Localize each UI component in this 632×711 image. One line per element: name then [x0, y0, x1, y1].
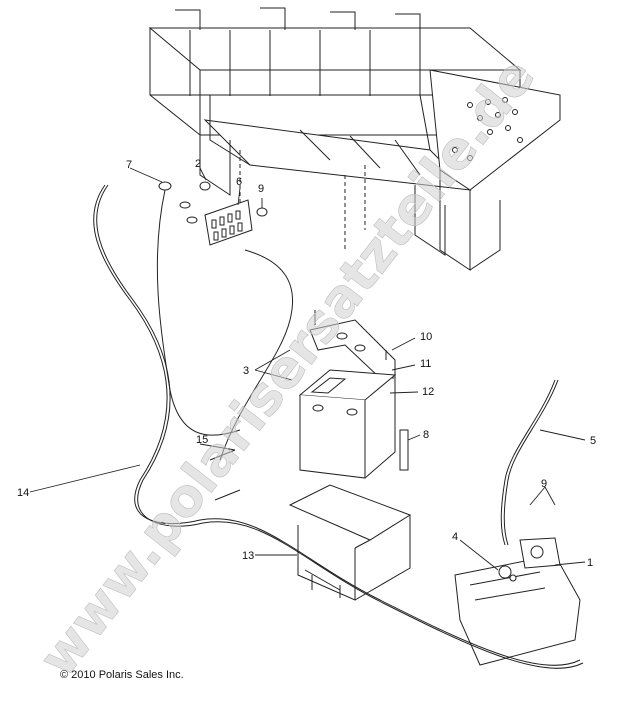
leader-lines	[29, 167, 586, 571]
callout-11: 11	[420, 358, 431, 370]
battery-pin	[399, 429, 409, 471]
callout-1: 1	[587, 557, 593, 569]
copyright-notice: © 2010 Polaris Sales Inc.	[60, 669, 184, 681]
callout-15: 15	[196, 434, 208, 446]
cables	[93, 184, 584, 669]
callout-10: 10	[420, 331, 432, 343]
callout-9b: 9	[541, 478, 547, 490]
callout-5: 5	[590, 435, 596, 447]
callout-2: 2	[195, 158, 201, 170]
battery	[298, 369, 397, 479]
battery-box	[288, 484, 412, 601]
callout-3: 3	[243, 365, 249, 377]
callout-6: 6	[236, 176, 242, 188]
callout-4: 4	[452, 531, 458, 543]
callout-14: 14	[17, 487, 29, 499]
callout-12: 12	[422, 386, 434, 398]
callout-labels: 1 2 3 4 5 6 7 8 9 9 10 11 12 13 14 15	[17, 158, 596, 569]
solenoid-mount	[454, 537, 581, 666]
callout-13: 13	[242, 550, 254, 562]
callout-8: 8	[423, 429, 429, 441]
terminal-block	[204, 199, 253, 246]
callout-7: 7	[126, 159, 132, 171]
callout-9a: 9	[258, 183, 264, 195]
